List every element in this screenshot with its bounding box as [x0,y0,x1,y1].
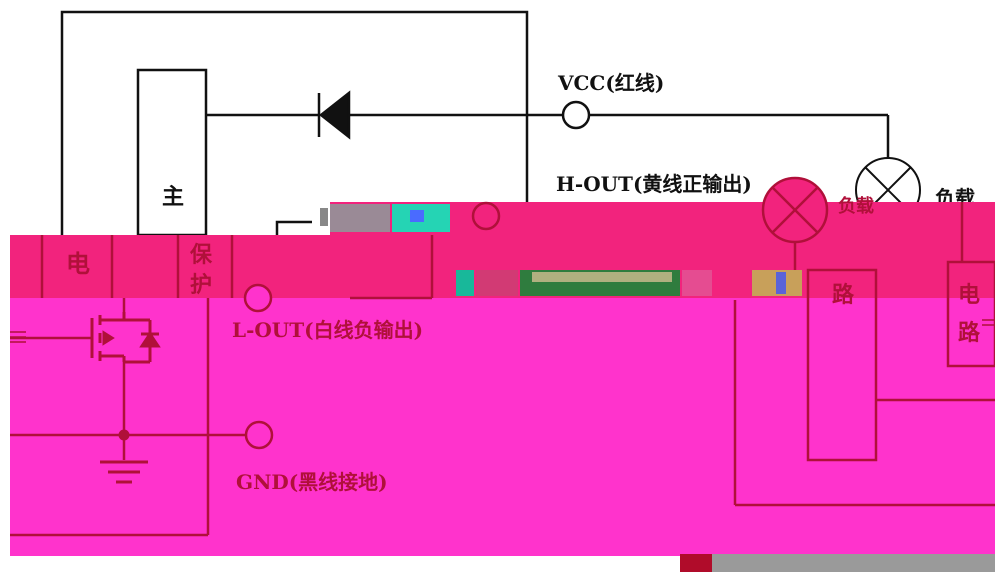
dian-label: 电 [66,249,90,278]
load-label-red: 负载 [838,195,874,217]
lu-label: 路 [832,282,855,308]
main-chip-label: 主 [162,184,184,210]
diode-icon [317,90,351,140]
gnd-terminal [244,420,274,450]
baohu-label-2: 护 [190,272,212,298]
vcc-label: VCC(红线) [557,71,664,95]
bottom-red-block [680,554,712,572]
magenta-region [10,298,995,556]
ground-icon [100,429,148,484]
pin-stub [275,220,312,235]
baohu-label-1: 保 [189,242,213,268]
mosfet-icon [90,312,161,364]
left-stub-marks [10,319,995,343]
right-dian-label: 电 [958,282,980,308]
l-out-terminal [243,283,273,313]
bottom-wiring [10,202,995,537]
vcc-terminal [561,100,591,130]
l-out-label: L-OUT(白线负输出) [232,318,423,342]
h-out-label: H-OUT(黄线正输出) [556,172,752,196]
outer-frame [60,10,529,235]
gnd-label: GND(黑线接地) [236,470,388,494]
bottom-gray-strip [712,554,995,572]
glitch-artifacts [320,204,802,296]
red-terminals [243,176,829,450]
main-chip-box [136,68,208,237]
right-lu-label: 路 [958,320,981,346]
h-out-terminal [471,201,501,231]
